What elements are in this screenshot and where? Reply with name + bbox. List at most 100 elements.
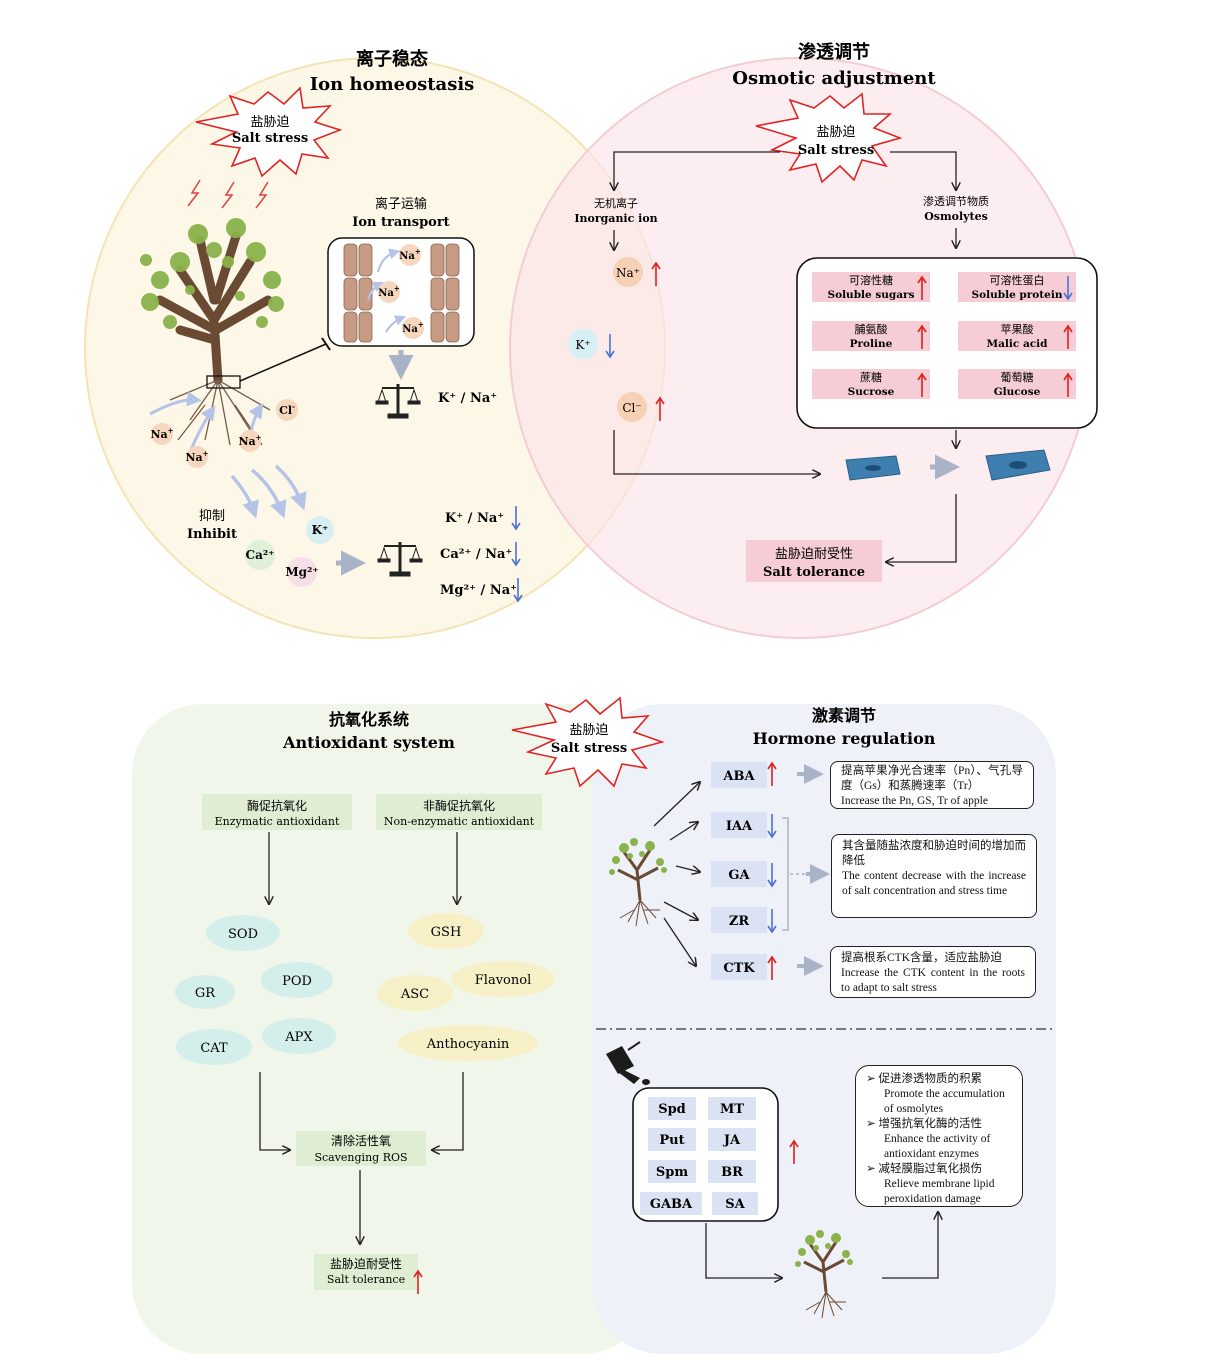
enzyme-label: SOD — [228, 927, 258, 942]
hormone-note-ctk: 提高根系CTK含量，适应盐胁迫 Increase the CTK content… — [830, 946, 1036, 998]
hormone-label: ZR — [729, 914, 749, 929]
note-zh: 其含量随盐浓度和胁迫时间的增加而降低 — [842, 840, 1026, 867]
ratio-ca-na: Ca²⁺ / Na⁺ — [440, 547, 512, 562]
svg-text:Na+: Na+ — [399, 247, 421, 262]
osmolyte-zh: 苹果酸 — [1001, 322, 1034, 336]
osmolytes-en: Osmolytes — [924, 210, 988, 223]
effect-en: Relieve membrane lipid peroxidation dama… — [884, 1178, 995, 1205]
hormone-note-decrease: 其含量随盐浓度和胁迫时间的增加而降低 The content decrease … — [831, 834, 1037, 918]
na-label: Na — [402, 324, 418, 335]
transport-en: Ion transport — [352, 215, 449, 230]
antioxidant-panel — [132, 704, 652, 1354]
hormone-title-zh: 激素调节 — [812, 706, 876, 725]
nonenzyme-label: Flavonol — [475, 973, 531, 988]
inhibit-zh: 抑制 — [199, 509, 225, 524]
antiox-tolerance-en: Salt tolerance — [327, 1273, 405, 1286]
enzymatic-en: Enzymatic antioxidant — [215, 815, 340, 828]
inorganic-zh: 无机离子 — [594, 196, 638, 210]
ion-title-en: Ion homeostasis — [310, 74, 475, 95]
lightning-icon — [187, 179, 269, 209]
svg-text:Na+: Na+ — [402, 320, 424, 335]
enzyme-label: APX — [284, 1030, 313, 1045]
hormone-label: IAA — [726, 819, 753, 834]
osmo-tolerance-en: Salt tolerance — [763, 565, 865, 580]
osmolyte-items: 可溶性糖 Soluble sugars 可溶性蛋白 Soluble protei… — [812, 272, 1076, 399]
transport-zh: 离子运输 — [375, 196, 427, 212]
ratio-k-na: K⁺ / Na⁺ — [445, 511, 504, 526]
effect-zh: 促进渗透物质的积累 — [878, 1073, 983, 1085]
effect-en: Promote the accumulation of osmolytes — [884, 1088, 1005, 1115]
exogenous-label: SA — [725, 1197, 745, 1212]
exogenous-label: GABA — [650, 1197, 693, 1212]
osmolyte-zh: 可溶性糖 — [849, 273, 893, 287]
mg-ion: Mg²⁺ — [285, 565, 318, 579]
svg-text:Na+: Na+ — [378, 284, 400, 299]
exogenous-box — [632, 1087, 779, 1222]
ion-title-zh: 离子稳态 — [356, 48, 428, 70]
exogenous-label: JA — [723, 1133, 741, 1148]
center-stress-zh: 盐胁迫 — [569, 723, 608, 738]
center-salt-stress-starburst: 盐胁迫 Salt stress — [511, 696, 665, 788]
osmotic-stress-zh: 盐胁迫 — [816, 125, 855, 140]
effect-zh: 减轻膜脂过氧化损伤 — [878, 1163, 983, 1175]
nonenzyme-label: GSH — [431, 925, 462, 940]
inhibit-arrows — [230, 464, 307, 519]
hormone-boxes: ABA IAA GA ZR CTK — [711, 762, 777, 981]
hormone-label: CTK — [723, 961, 755, 976]
osmo-k: K⁺ — [575, 338, 590, 352]
exogenous-label: Put — [659, 1133, 684, 1148]
ratio-top: K⁺ / Na⁺ — [438, 391, 497, 406]
ion-stress-zh: 盐胁迫 — [250, 115, 289, 130]
svg-text:Na+: Na+ — [185, 449, 208, 464]
exogenous-label: BR — [721, 1165, 743, 1180]
cell-icon — [985, 449, 1051, 481]
effect-en: Enhance the activity of antioxidant enzy… — [884, 1133, 991, 1160]
center-stress-en: Salt stress — [551, 741, 627, 756]
note-en: Increase the Pn, GS, Tr of apple — [841, 795, 988, 807]
inhibit-en: Inhibit — [187, 527, 237, 542]
inorganic-en: Inorganic ion — [574, 212, 657, 225]
cl-label: Cl — [279, 404, 292, 417]
ion-transport-box: Na+ Na+ Na+ — [327, 237, 475, 347]
osmolyte-en: Glucose — [994, 386, 1041, 398]
osmo-cl: Cl⁻ — [622, 401, 641, 415]
root-zoom-box — [206, 375, 241, 389]
osmolyte-zh: 葡萄糖 — [1001, 370, 1034, 384]
ion-stress-en: Salt stress — [232, 131, 308, 146]
enzymatic-zh: 酶促抗氧化 — [247, 798, 307, 813]
watering-can-icon — [606, 1041, 650, 1085]
exogenous-label: MT — [720, 1102, 744, 1117]
osmolyte-en: Soluble sugars — [827, 289, 914, 301]
osmolyte-zh: 可溶性蛋白 — [990, 273, 1045, 287]
na-label: Na — [150, 428, 167, 441]
enzyme-label: GR — [195, 986, 216, 1001]
scale-icon — [375, 384, 421, 419]
exogenous-items: Spd MT Put JA Spm BR GABA SA — [640, 1097, 758, 1215]
nonenzymatic-en: Non-enzymatic antioxidant — [384, 815, 535, 828]
hormone-note-aba: 提高苹果净光合速率（Pn）、气孔导度（Gs）和蒸腾速率（Tr） Increase… — [830, 761, 1034, 809]
ros-en: Scavenging ROS — [314, 1151, 407, 1164]
note-zh: 提高苹果净光合速率（Pn）、气孔导度（Gs）和蒸腾速率（Tr） — [841, 765, 1023, 792]
nonenzyme-ellipses: GSH ASC Flavonol Anthocyanin — [377, 913, 555, 1061]
exogenous-label: Spm — [656, 1165, 688, 1180]
cell-icon — [845, 455, 901, 481]
osmolyte-en: Proline — [850, 338, 893, 350]
osmolyte-en: Malic acid — [987, 338, 1049, 350]
osmolyte-en: Sucrose — [848, 386, 895, 398]
hormone-title-en: Hormone regulation — [753, 729, 936, 748]
ratio-mg-na: Mg²⁺ / Na⁺ — [440, 583, 517, 598]
tree-icon — [140, 218, 284, 446]
na-label: Na — [185, 451, 202, 464]
ca-ion: Ca²⁺ — [246, 548, 275, 562]
osmolytes-zh: 渗透调节物质 — [923, 194, 989, 208]
na-label: Na — [238, 435, 255, 448]
na-label: Na — [378, 288, 394, 299]
antiox-title-en: Antioxidant system — [282, 733, 455, 752]
exogenous-label: Spd — [658, 1102, 686, 1117]
zoom-line — [239, 343, 327, 382]
nonenzymatic-zh: 非酶促抗氧化 — [423, 798, 495, 813]
note-en: Increase the CTK content in the roots to… — [841, 967, 1025, 994]
osmotic-stress-en: Salt stress — [798, 143, 874, 158]
osmotic-salt-stress-starburst: 盐胁迫 Salt stress — [755, 92, 903, 184]
